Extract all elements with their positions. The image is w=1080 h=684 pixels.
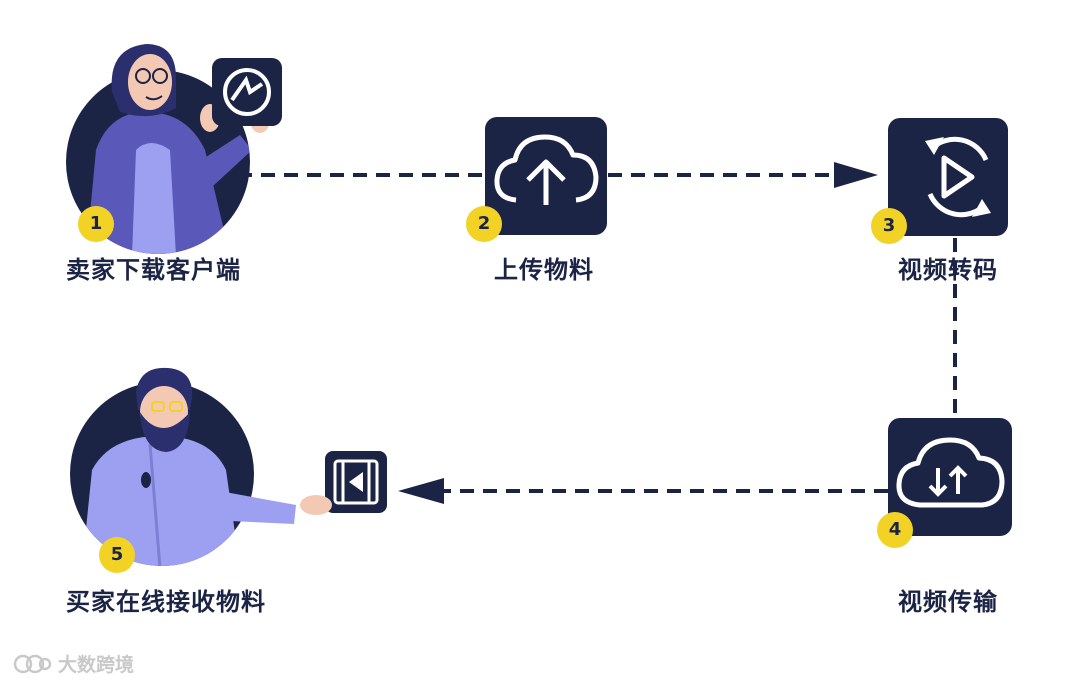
- step-number-5: 5: [110, 544, 124, 565]
- step-label-1: 卖家下载客户端: [66, 256, 241, 284]
- step-badge-1: [78, 206, 114, 242]
- video-file-icon: [325, 451, 387, 513]
- step-label-4: 视频传输: [898, 588, 998, 616]
- step-badge-5: [99, 537, 135, 573]
- step-label-3: 视频转码: [898, 256, 998, 284]
- watermark-text: 大数跨境: [58, 654, 135, 676]
- step-number-1: 1: [89, 213, 103, 234]
- step-number-3: 3: [882, 215, 896, 236]
- step-badge-3: [871, 208, 907, 244]
- step-number-2: 2: [477, 213, 491, 234]
- step-label-5: 买家在线接收物料: [66, 588, 266, 616]
- step-badge-4: [877, 512, 913, 548]
- step-badge-2: [466, 206, 502, 242]
- arrow-head-left: [398, 478, 444, 504]
- cloud-transfer-icon: [888, 418, 1012, 536]
- step-number-4: 4: [888, 519, 902, 540]
- seller-person-with-app-icon: [66, 44, 282, 254]
- brand-logo-icon: [13, 654, 52, 673]
- arrow-head-right: [834, 162, 878, 188]
- video-transcode-icon: [888, 118, 1008, 236]
- watermark: 大数跨境: [12, 650, 134, 677]
- cloud-upload-icon: [485, 117, 607, 235]
- step-label-2: 上传物料: [494, 256, 594, 284]
- buyer-person-icon: [70, 367, 332, 566]
